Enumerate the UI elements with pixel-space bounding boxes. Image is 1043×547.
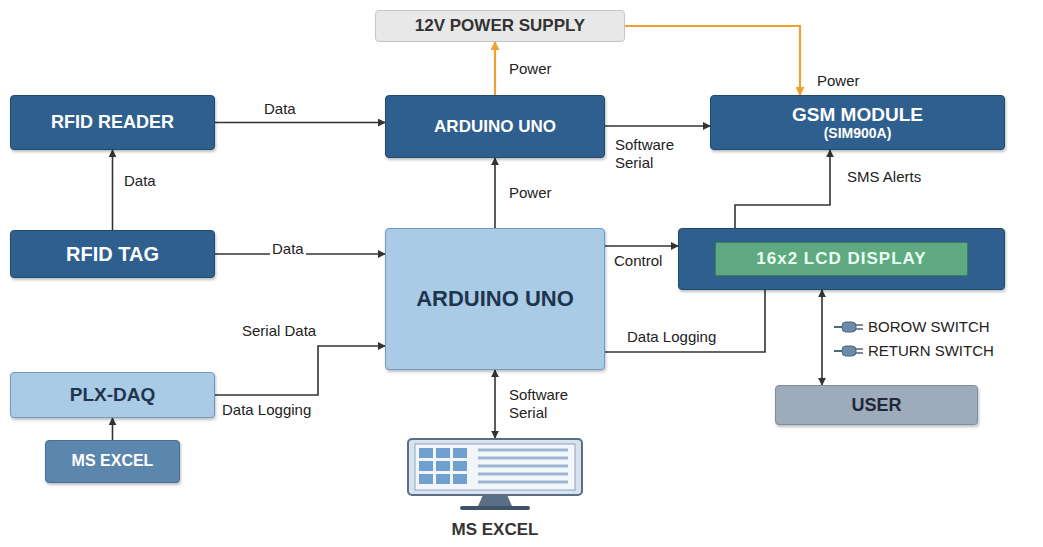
connector-label: Data Logging (625, 328, 718, 346)
connector-label: Software Serial (507, 386, 591, 422)
connector-label: Software Serial (613, 136, 697, 172)
power-connector (625, 26, 800, 95)
signal-connector (494, 370, 496, 438)
signal-connector (821, 290, 823, 385)
connector-note: Data Logging (222, 401, 311, 419)
gsm-module-box: GSM MODULE(SIM900A) (710, 95, 1005, 150)
connector-label: Power (507, 184, 554, 202)
node-label: RFID READER (51, 112, 174, 133)
connector-label: Data (262, 100, 298, 118)
signal-connector (112, 150, 114, 230)
connector-label: Power (507, 60, 554, 78)
switch-icon (834, 346, 863, 356)
switch-icon (834, 322, 863, 332)
power-supply-box: 12V POWER SUPPLY (375, 10, 625, 42)
node-label: USER (851, 395, 901, 416)
node-label: GSM MODULE (792, 104, 923, 126)
node-label: ARDUINO UNO (434, 117, 556, 137)
software-box: MS EXCEL (45, 440, 180, 483)
node-label: (SIM900A) (824, 125, 892, 141)
signal-connector (605, 245, 678, 247)
signal-connector (605, 125, 710, 127)
node-label: 12V POWER SUPPLY (415, 16, 585, 36)
node-label: PLX-DAQ (70, 384, 156, 406)
connector-label: Power (815, 72, 862, 90)
switch-label: RETURN SWITCH (868, 342, 994, 360)
controller-box: ARDUINO UNO (385, 228, 605, 370)
node-label: MS EXCEL (388, 520, 602, 540)
connector-label: Serial Data (240, 322, 318, 340)
signal-connector (112, 418, 114, 440)
signal-connector (215, 122, 385, 124)
monitor-illustration (388, 438, 602, 512)
process-box: PLX-DAQ (10, 372, 215, 418)
computer-monitor: MS EXCEL (388, 438, 602, 512)
signal-connector (215, 346, 385, 395)
connector-label: Control (612, 252, 664, 270)
lcd-screen-text: 16x2 LCD DISPLAY (715, 242, 967, 276)
node-label: RFID TAG (66, 243, 159, 266)
node-label: MS EXCEL (72, 452, 154, 470)
signal-connector (735, 150, 830, 228)
connector-label: SMS Alerts (845, 168, 923, 186)
controller-box: ARDUINO UNO (385, 95, 605, 158)
switch-label: BOROW SWITCH (868, 318, 990, 336)
signal-connector (494, 158, 496, 228)
lcd-display-box: 16x2 LCD DISPLAY (678, 228, 1005, 290)
user-box: USER (775, 385, 978, 425)
signal-connector (605, 290, 765, 352)
connector-label: Data (122, 172, 158, 190)
process-box: RFID READER (10, 95, 215, 150)
power-connector (494, 42, 496, 95)
connector-label: Data (270, 240, 306, 258)
process-box: RFID TAG (10, 230, 215, 278)
node-label: ARDUINO UNO (416, 286, 574, 311)
